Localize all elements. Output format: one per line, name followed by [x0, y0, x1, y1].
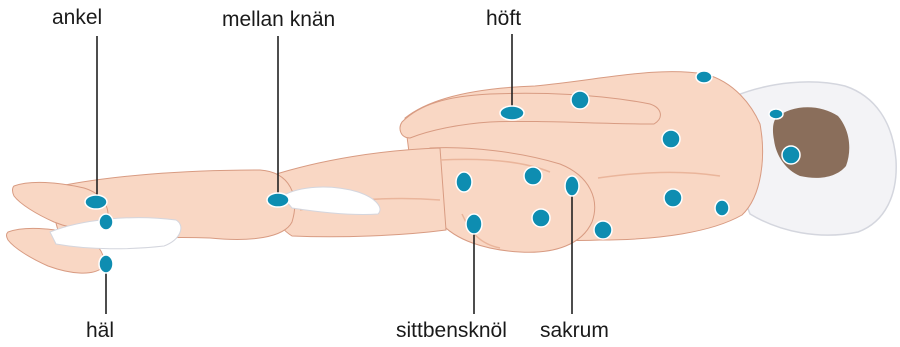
pressure-point-upper-back	[696, 71, 712, 83]
pressure-point-hip-lower	[456, 172, 472, 192]
pressure-point-hal	[99, 255, 113, 273]
pressure-point-ankle-lower	[99, 214, 113, 230]
label-hoft: höft	[486, 8, 521, 29]
label-sakrum: sakrum	[540, 320, 609, 341]
label-mellan-knan: mellan knän	[222, 9, 335, 30]
pressure-point-side	[664, 189, 682, 207]
pressure-point-ankel	[85, 195, 107, 209]
label-hal: häl	[86, 320, 114, 341]
label-sittbensknol: sittbensknöl	[396, 320, 507, 341]
pressure-point-sittbensknol	[466, 214, 482, 234]
pressure-point-mellan-knan	[267, 193, 289, 207]
pressure-point-ear	[782, 146, 800, 164]
pressure-point-buttock	[524, 167, 542, 185]
pressure-point-head-back	[769, 109, 783, 119]
pressure-point-mid-back	[662, 130, 680, 148]
pressure-point-thigh-back	[532, 209, 550, 227]
pressure-point-elbow	[715, 200, 729, 216]
pressure-point-hoft	[500, 106, 524, 120]
label-ankel: ankel	[52, 7, 102, 28]
pressure-point-shoulder-top	[571, 91, 589, 109]
pressure-point-sakrum	[565, 176, 579, 196]
pressure-point-lower-back	[594, 221, 612, 239]
